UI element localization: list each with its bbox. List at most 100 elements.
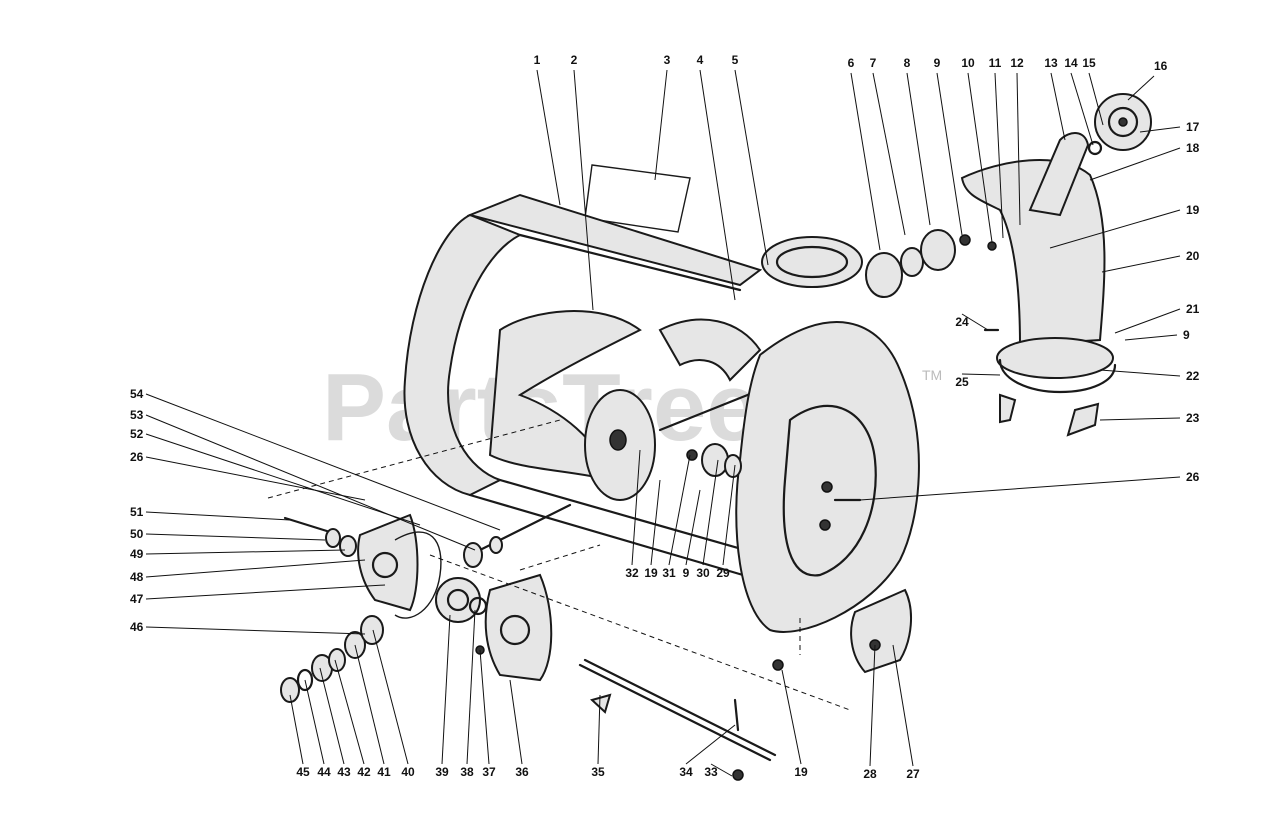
leader-line-22 xyxy=(1124,334,1178,341)
callout-39: 39 xyxy=(435,765,449,779)
flange-31 xyxy=(701,443,729,477)
leader-line-25 xyxy=(961,313,989,331)
bushing-45 xyxy=(280,677,300,703)
washer-10 xyxy=(987,241,997,251)
leader-line-49 xyxy=(685,724,736,765)
leader-line-30 xyxy=(145,433,421,526)
leader-line-17 xyxy=(1139,126,1181,133)
callout-24: 24 xyxy=(955,315,969,329)
callout-31: 31 xyxy=(662,566,676,580)
callout-27: 27 xyxy=(906,767,920,781)
leader-line-56 xyxy=(668,454,691,566)
leader-line-33 xyxy=(145,533,326,541)
callout-12: 12 xyxy=(1010,56,1024,70)
callout-17: 17 xyxy=(1186,120,1200,134)
auger-left xyxy=(488,310,642,482)
callout-34: 34 xyxy=(679,765,693,779)
callout-15: 15 xyxy=(1082,56,1096,70)
chute-clamp-left xyxy=(999,393,1017,424)
leader-line-9 xyxy=(936,72,963,236)
housing-top-shell xyxy=(466,193,763,287)
nut-9 xyxy=(959,234,971,246)
washer-44 xyxy=(296,668,314,692)
leader-line-35 xyxy=(145,559,366,578)
skid-shoe xyxy=(850,588,912,674)
gearbox-left-bore xyxy=(371,551,399,579)
leader-line-2 xyxy=(573,69,594,311)
key-35 xyxy=(590,693,612,714)
callout-33: 33 xyxy=(704,765,718,779)
right-side-inner-panel xyxy=(782,404,877,577)
bearing-flange-8 xyxy=(920,229,956,271)
leader-line-19 xyxy=(1049,209,1181,249)
leader-line-43 xyxy=(372,629,409,765)
callout-8: 8 xyxy=(904,56,911,70)
callout-13: 13 xyxy=(1044,56,1058,70)
discharge-chute xyxy=(960,159,1106,347)
leader-line-37 xyxy=(145,626,366,635)
callout-19: 19 xyxy=(644,566,658,580)
gearbox-right-bore xyxy=(499,614,531,646)
washer-53 xyxy=(489,536,503,554)
callout-6: 6 xyxy=(848,56,855,70)
washer-40 xyxy=(360,615,384,645)
leader-line-42 xyxy=(354,644,385,765)
crank-pulley-hub xyxy=(1107,106,1139,138)
bolt-19-lower xyxy=(772,659,784,671)
bearing-30 xyxy=(724,454,742,478)
leader-line-47 xyxy=(509,679,523,765)
callout-11: 11 xyxy=(989,56,1002,70)
callout-37: 37 xyxy=(482,765,496,779)
leader-line-40 xyxy=(319,667,345,765)
leader-line-6 xyxy=(850,72,881,251)
gasket xyxy=(394,531,442,619)
callout-23: 23 xyxy=(1186,411,1200,425)
callout-9: 9 xyxy=(934,56,941,70)
leader-line-12 xyxy=(1016,72,1021,226)
bolt-19-center xyxy=(686,449,698,461)
leader-line-55 xyxy=(650,479,661,566)
leader-line-14 xyxy=(1070,72,1094,146)
leader-line-16 xyxy=(1127,75,1155,101)
leader-line-44 xyxy=(441,614,451,765)
leader-line-39 xyxy=(304,679,325,765)
leader-line-34 xyxy=(145,549,346,555)
bearing-flange-6 xyxy=(865,252,903,298)
callout-32: 32 xyxy=(625,566,639,580)
leader-line-4 xyxy=(699,69,736,301)
leader-line-57 xyxy=(685,489,701,566)
callout-54: 54 xyxy=(130,387,144,401)
leader-line-45 xyxy=(466,609,476,765)
leader-line-41 xyxy=(334,659,365,765)
auger-axle-34 xyxy=(578,663,772,762)
bearing-42 xyxy=(328,648,346,672)
leader-line-59 xyxy=(722,464,736,566)
leader-line-26 xyxy=(961,373,1001,376)
bushing-50 xyxy=(325,528,341,548)
callout-10: 10 xyxy=(961,56,975,70)
callout-38: 38 xyxy=(460,765,474,779)
callout-53: 53 xyxy=(130,408,144,422)
leader-line-13 xyxy=(1050,72,1066,141)
callout-22: 22 xyxy=(1186,369,1200,383)
callout-40: 40 xyxy=(401,765,415,779)
leader-line-50 xyxy=(710,763,733,777)
callout-20: 20 xyxy=(1186,249,1200,263)
input-shaft-51 xyxy=(283,516,332,534)
washer-14 xyxy=(1087,140,1103,156)
callout-44: 44 xyxy=(317,765,331,779)
worm-gear xyxy=(435,577,481,623)
right-side-bolt-upper xyxy=(821,481,833,493)
right-side-bolt-lower xyxy=(819,519,831,531)
bushing-52 xyxy=(463,542,483,568)
callout-29: 29 xyxy=(716,566,730,580)
housing-right-side xyxy=(735,321,920,633)
gearbox-right-half xyxy=(484,573,553,682)
leader-line-20 xyxy=(1101,255,1181,273)
callout-50: 50 xyxy=(130,527,144,541)
leader-line-32 xyxy=(145,511,291,521)
callout-30: 30 xyxy=(696,566,710,580)
